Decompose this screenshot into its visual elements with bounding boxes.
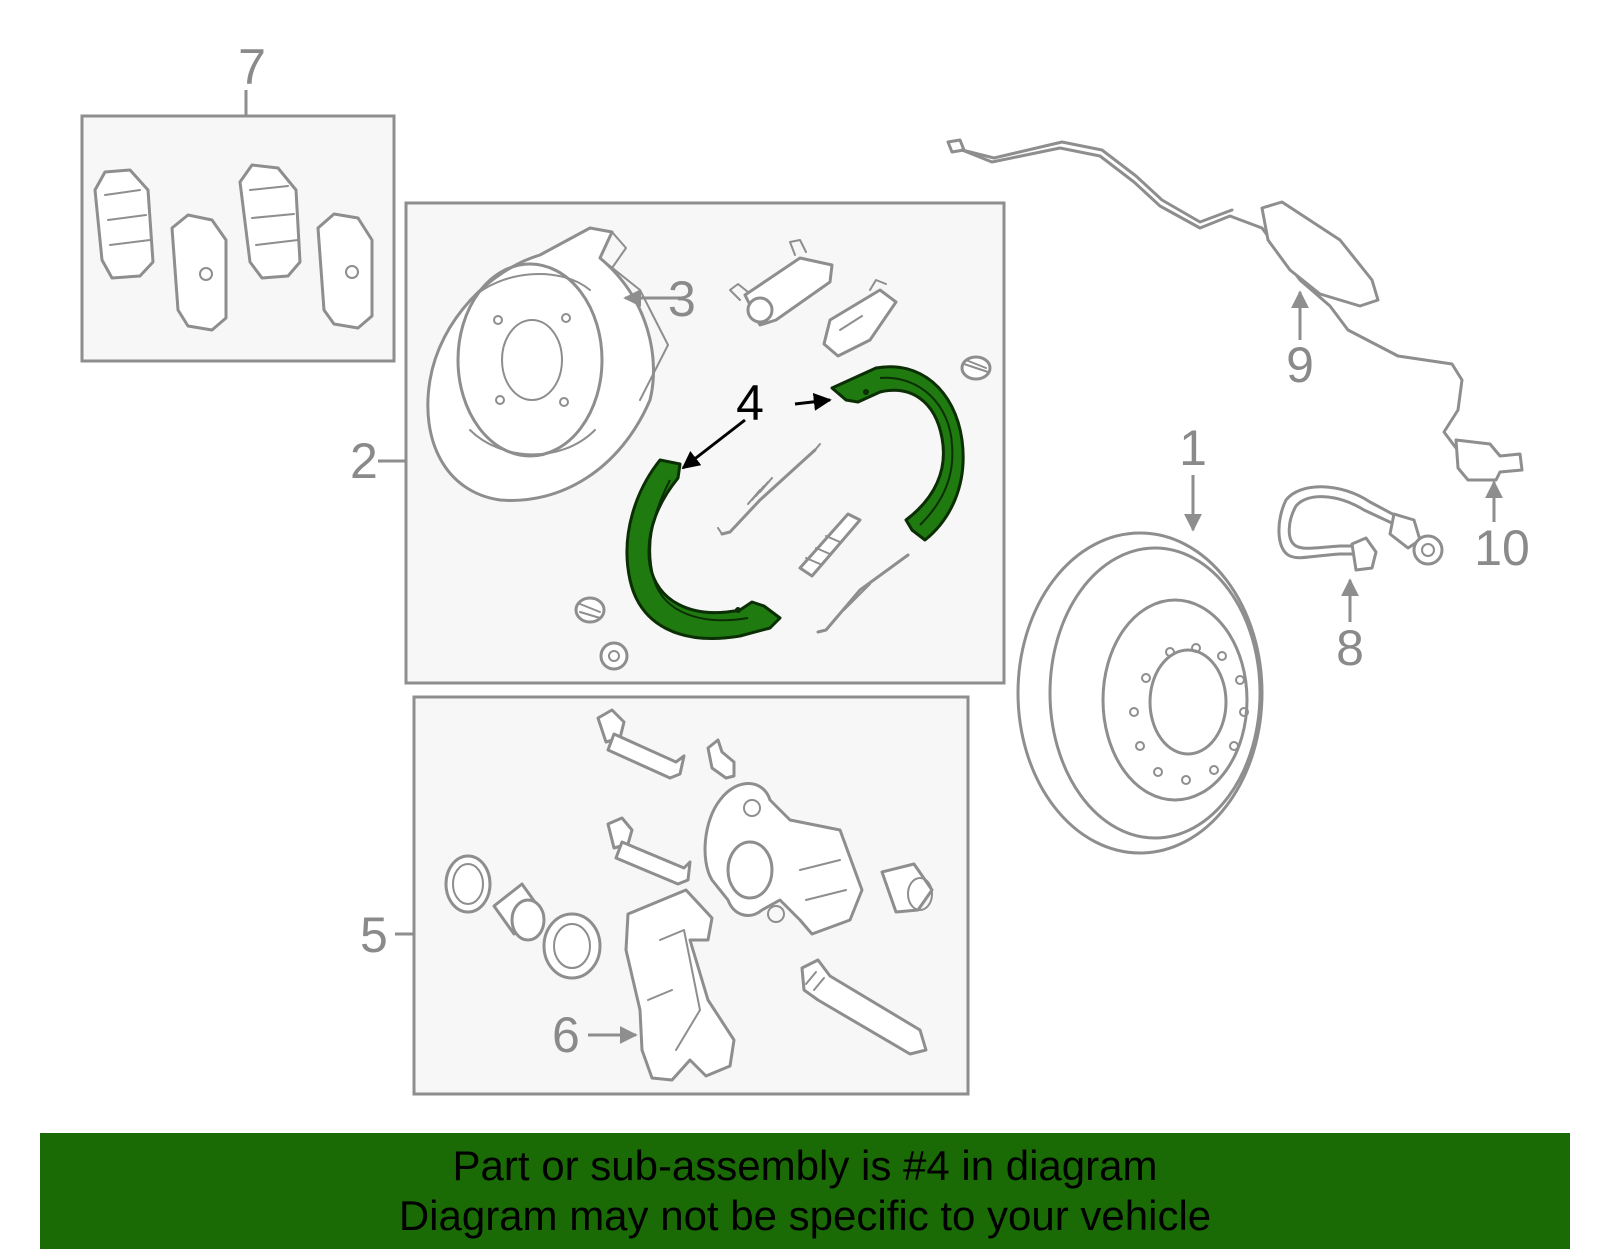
parking-brake-shoe-right xyxy=(830,365,965,542)
slide-pin xyxy=(800,958,928,1056)
callout-7: 7 xyxy=(238,39,266,95)
dust-boot xyxy=(542,912,602,980)
hold-down-cup xyxy=(599,641,629,671)
banner-disclaimer-text: Diagram may not be specific to your vehi… xyxy=(398,1192,1212,1239)
brake-pad-4 xyxy=(316,212,374,330)
caliper-housing xyxy=(703,782,864,936)
piston-seal xyxy=(444,854,492,914)
brake-pad-1 xyxy=(93,168,155,280)
bleeder-screw xyxy=(706,738,736,780)
abs-sensor-wire xyxy=(946,138,1464,450)
lever-bracket xyxy=(822,279,898,358)
callout-3: 3 xyxy=(668,271,696,327)
guide-pin-upper xyxy=(596,708,686,780)
brake-hose xyxy=(1277,485,1444,572)
callout-1: 1 xyxy=(1179,420,1207,476)
guide-pin-lower xyxy=(606,816,692,886)
parking-brake-assembly-group xyxy=(378,201,1006,685)
hold-down-spring xyxy=(574,596,606,624)
callout-9: 9 xyxy=(1286,337,1314,393)
return-spring-lower xyxy=(816,553,910,634)
return-spring-upper xyxy=(717,443,821,536)
callout-10: 10 xyxy=(1474,520,1530,576)
brake-rotor xyxy=(1016,531,1264,855)
callout-5: 5 xyxy=(360,907,388,963)
brake-pad-3 xyxy=(238,163,302,280)
brake-pad-2 xyxy=(170,213,228,332)
shoe-adjuster xyxy=(729,239,834,327)
parking-brake-shoe-left xyxy=(625,458,782,640)
callout-2: 2 xyxy=(350,433,378,489)
rotor-bolt-holes xyxy=(1129,643,1249,785)
adjuster-screw xyxy=(798,512,862,578)
abs-speed-sensor xyxy=(1454,438,1524,482)
retaining-spring-top xyxy=(960,355,992,381)
brake-pad-set-group xyxy=(80,90,396,363)
callout-4: 4 xyxy=(736,375,764,431)
backing-plate xyxy=(426,226,669,502)
banner-part-text: Part or sub-assembly is #4 in diagram xyxy=(452,1142,1158,1189)
caliper-bracket xyxy=(624,888,736,1082)
caliper-assembly-group xyxy=(395,695,970,1096)
callout-6: 6 xyxy=(552,1007,580,1063)
piston xyxy=(492,882,546,942)
callout-8: 8 xyxy=(1336,620,1364,676)
info-banner: Part or sub-assembly is #4 in diagram Di… xyxy=(40,1133,1570,1249)
slide-bushing xyxy=(880,862,934,914)
